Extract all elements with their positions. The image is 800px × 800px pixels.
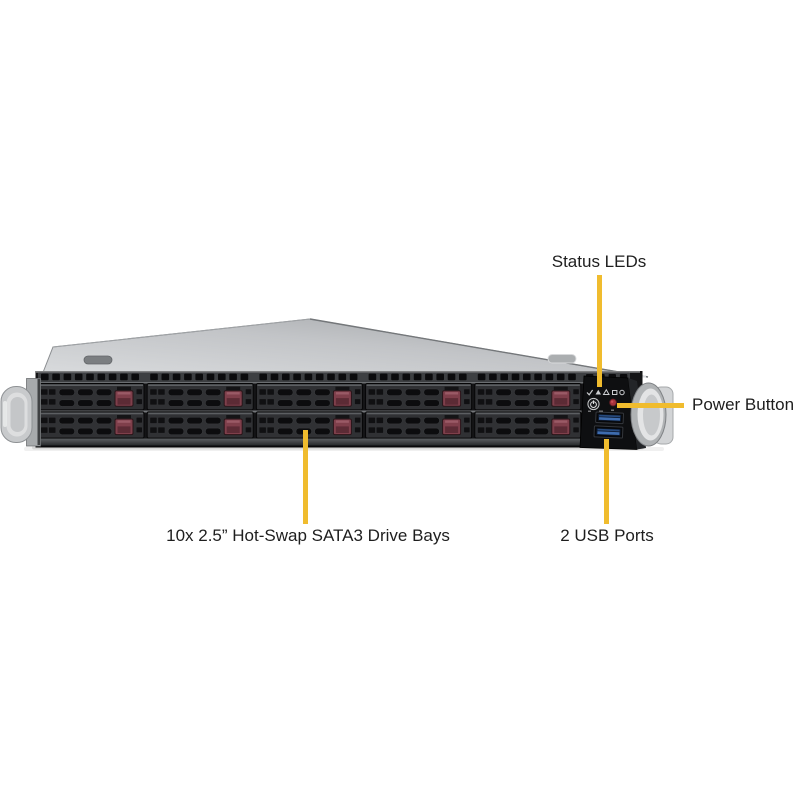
vent-slots [41,373,628,381]
drive-tray [255,411,363,439]
drive-tray [474,411,582,439]
callout-line-drive-bays [303,430,308,524]
callout-line-status-leds [597,275,602,387]
rack-ear-left [0,378,41,447]
drive-bays [37,383,582,439]
usb-ports [593,411,624,439]
lid-handle-left [83,355,113,365]
panel-legend-marks [588,409,614,412]
drive-tray [365,383,473,411]
chassis-bottom-rail [35,440,643,446]
usb-ports-label: 2 USB Ports [560,526,654,545]
drive-tray [37,383,145,411]
usb-port-top [595,411,624,425]
drive-bays-label: 10x 2.5” Hot-Swap SATA3 Drive Bays [166,526,450,545]
rack-ear-right [630,382,674,447]
chassis-front [35,371,645,448]
drive-tray [146,411,254,439]
usb-port-bottom [593,425,624,439]
reset-led [609,398,617,407]
callout-line-power-button [617,403,684,408]
drive-tray [365,411,473,439]
drive-tray [255,383,363,411]
status-led-cluster [586,388,625,396]
chassis-lid [41,318,649,378]
power-button-label: Power Button [692,395,795,414]
drive-tray [37,411,145,439]
callout-line-usb-ports [604,439,609,524]
lid-handle-right [547,354,577,364]
drive-tray [146,383,254,411]
status-leds-label: Status LEDs [551,252,647,271]
power-button [587,397,600,411]
drive-tray [474,383,582,411]
